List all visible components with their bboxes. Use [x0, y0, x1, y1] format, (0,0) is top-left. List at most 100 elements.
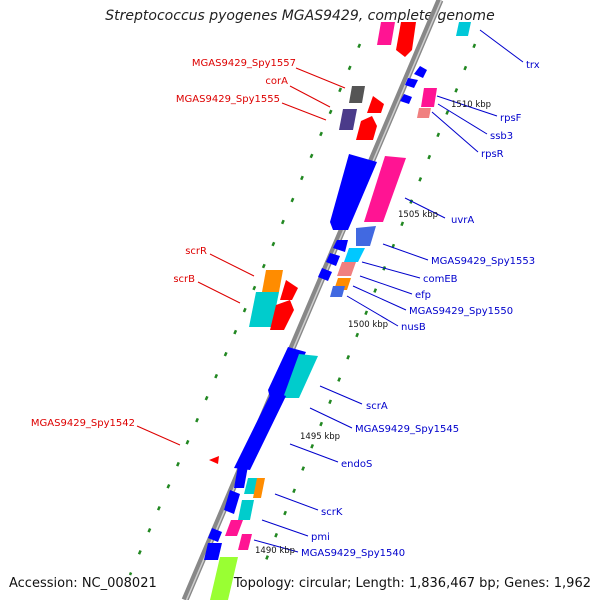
backbone-line	[181, 0, 444, 600]
gene-label: rpsF	[500, 113, 522, 124]
scale-dots	[128, 43, 477, 576]
map-title: Streptococcus pyogenes MGAS9429, complet…	[105, 8, 495, 24]
gene-block	[318, 268, 332, 281]
gene-label: MGAS9429_Spy1555	[176, 94, 280, 105]
pointer-line	[289, 85, 331, 108]
kbp-label: 1505 kbp	[398, 210, 438, 220]
gene-label: uvrA	[451, 215, 474, 226]
pointer-line	[382, 243, 429, 261]
gene-block	[208, 528, 222, 542]
gene-label: MGAS9429_Spy1545	[355, 424, 459, 435]
gene-label: corA	[265, 76, 288, 87]
gene-block	[204, 543, 222, 560]
gene-block	[456, 22, 471, 36]
pointer-line	[261, 519, 309, 537]
pointer-line	[281, 102, 327, 121]
gene-block	[268, 347, 306, 398]
gene-block	[270, 300, 294, 330]
gene-label: scrK	[321, 507, 343, 518]
gene-block	[244, 478, 258, 494]
kbp-label: 1500 kbp	[348, 320, 388, 330]
gene-label: ssb3	[490, 131, 513, 142]
pointer-line	[431, 111, 479, 153]
gene-block	[326, 253, 340, 266]
gene-block	[400, 94, 412, 104]
genome-backbone	[181, 0, 444, 600]
gene-label: comEB	[423, 274, 458, 285]
gene-label: efp	[415, 290, 431, 301]
gene-block	[210, 557, 238, 600]
pointer-line	[274, 493, 319, 511]
gene-block	[367, 96, 384, 113]
gene-block	[421, 88, 437, 107]
kbp-label: 1490 kbp	[255, 546, 295, 556]
gene-block	[396, 22, 416, 57]
kbp-label: 1495 kbp	[300, 432, 340, 442]
gene-block	[414, 66, 427, 78]
gene-label: scrB	[173, 274, 195, 285]
gene-blocks	[204, 22, 471, 600]
gene-block	[364, 156, 406, 222]
gene-label: MGAS9429_Spy1542	[31, 418, 135, 429]
gene-label: scrA	[366, 401, 388, 412]
gene-block	[225, 520, 243, 536]
gene-block	[209, 456, 219, 464]
pointer-line	[361, 261, 421, 279]
gene-block	[249, 292, 279, 327]
gene-block	[330, 286, 345, 297]
gene-block	[349, 86, 365, 103]
gene-block	[224, 490, 240, 514]
gene-label: MGAS9429_Spy1550	[409, 306, 513, 317]
pointer-line	[295, 67, 346, 89]
outer-dots-left	[128, 43, 362, 576]
pointer-line	[352, 285, 407, 311]
gene-block	[344, 248, 365, 262]
gene-block	[356, 226, 376, 246]
right-labels: trx rpsF ssb3 rpsR uvrA MGAS9429_Spy1553…	[301, 60, 540, 559]
gene-label: trx	[526, 60, 540, 71]
gene-label: MGAS9429_Spy1540	[301, 548, 405, 559]
gene-block	[417, 108, 431, 118]
gene-block	[333, 240, 348, 252]
gene-block	[238, 500, 254, 520]
right-pointer-lines	[253, 29, 524, 553]
genome-summary-text: Topology: circular; Length: 1,836,467 bp…	[233, 576, 591, 591]
pointer-line	[136, 425, 181, 446]
gene-block	[234, 391, 286, 470]
pointer-line	[404, 197, 446, 219]
gene-block	[238, 534, 252, 550]
pointer-line	[359, 275, 413, 295]
gene-block	[280, 280, 298, 300]
gene-label: scrR	[185, 246, 207, 257]
pointer-line	[209, 253, 255, 277]
left-labels: MGAS9429_Spy1557 corA MGAS9429_Spy1555 s…	[31, 58, 296, 429]
gene-block	[330, 154, 377, 230]
gene-block	[262, 270, 283, 292]
gene-label: MGAS9429_Spy1553	[431, 256, 535, 267]
pointer-line	[289, 443, 339, 463]
pointer-line	[309, 407, 353, 429]
left-pointer-lines	[136, 67, 346, 446]
gene-label: endoS	[341, 459, 372, 470]
accession-text: Accession: NC_008021	[9, 576, 157, 591]
gene-block	[377, 22, 395, 45]
kbp-label: 1510 kbp	[451, 100, 491, 110]
pointer-line	[479, 29, 524, 63]
kbp-labels: 1510 kbp 1505 kbp 1500 kbp 1495 kbp 1490…	[255, 100, 491, 556]
pointer-line	[197, 281, 241, 304]
gene-block	[253, 478, 265, 498]
pointer-line	[319, 385, 363, 405]
gene-label: nusB	[401, 322, 426, 333]
gene-block	[405, 78, 418, 88]
pointer-line	[437, 103, 488, 135]
pointer-line	[436, 95, 498, 117]
gene-block	[337, 262, 356, 276]
pointer-line	[346, 295, 399, 327]
gene-label: rpsR	[481, 149, 504, 160]
gene-label: MGAS9429_Spy1557	[192, 58, 296, 69]
gene-block	[234, 466, 248, 488]
pointer-line	[253, 539, 299, 553]
gene-block	[339, 109, 357, 130]
